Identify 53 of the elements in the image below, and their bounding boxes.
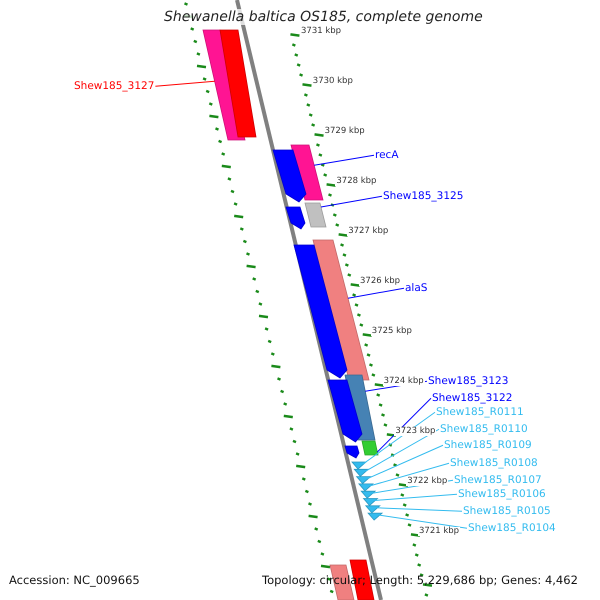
gene-label: Shew185_R0110 — [440, 424, 528, 434]
scale-label: 3723 kbp — [394, 427, 436, 436]
scale-label: 3726 kbp — [359, 277, 402, 286]
gene-pointer-shape — [344, 446, 360, 459]
trna-gene-marker — [356, 476, 372, 484]
gene-label: Shew185_R0106 — [458, 489, 546, 500]
trna-gene-marker — [367, 512, 384, 521]
leader-line — [154, 80, 216, 87]
scale-label: 3729 kbp — [324, 127, 366, 136]
leader-line — [314, 154, 374, 166]
trna-gene-marker — [358, 484, 374, 492]
gene-label: Shew185_R0109 — [444, 440, 532, 450]
leader-line — [378, 514, 468, 529]
scale-label: 3721 kbp — [418, 527, 460, 536]
leader-line — [376, 398, 432, 452]
gene-label: recA — [375, 150, 399, 160]
gene-label: alaS — [405, 283, 428, 294]
leader-line — [367, 444, 444, 480]
gene-label: Shew185_3122 — [432, 393, 512, 404]
scale-label: 3725 kbp — [370, 327, 413, 336]
gene-pointer-shape — [272, 150, 306, 203]
genome-summary-text: Topology: circular; Length: 5,229,686 bp; Genes: 4,462 — [262, 575, 578, 586]
leader-line — [376, 507, 462, 512]
gene-label: Shew185_3127 — [74, 81, 154, 92]
gene-pointer-shape — [293, 244, 348, 379]
scale-label: 3724 kbp — [382, 377, 425, 386]
leader-line — [347, 288, 404, 299]
gene-label: Shew185_R0111 — [436, 407, 524, 418]
scale-label: 3722 kbp — [406, 477, 448, 486]
gene-label: Shew185_R0108 — [450, 458, 538, 468]
accession-text: Accession: NC_009665 — [9, 575, 140, 586]
gene-block — [220, 30, 256, 138]
leader-line — [369, 462, 450, 486]
scale-label: 3727 kbp — [347, 227, 390, 236]
gene-pointer-shape — [285, 206, 306, 230]
scale-label: 3730 kbp — [312, 77, 354, 86]
scale-label: 3728 kbp — [335, 177, 378, 186]
trna-gene-marker — [353, 468, 370, 477]
gene-label: Shew185_R0105 — [463, 506, 551, 516]
gene-label: Shew185_3125 — [383, 191, 464, 202]
gene-pointer-shape — [327, 380, 362, 443]
trna-gene-marker — [362, 498, 379, 506]
gene-label: Shew185_R0107 — [454, 475, 542, 486]
gene-label: Shew185_3123 — [428, 376, 508, 386]
trna-gene-marker — [360, 490, 376, 499]
scale-label: 3731 kbp — [300, 27, 342, 36]
leader-line — [320, 196, 382, 208]
leader-line — [364, 428, 440, 472]
trna-gene-marker — [351, 462, 368, 470]
gene-label: Shew185_R0104 — [468, 523, 556, 534]
leader-line — [374, 494, 458, 501]
gene-block — [304, 202, 327, 228]
trna-gene-marker — [364, 505, 381, 514]
